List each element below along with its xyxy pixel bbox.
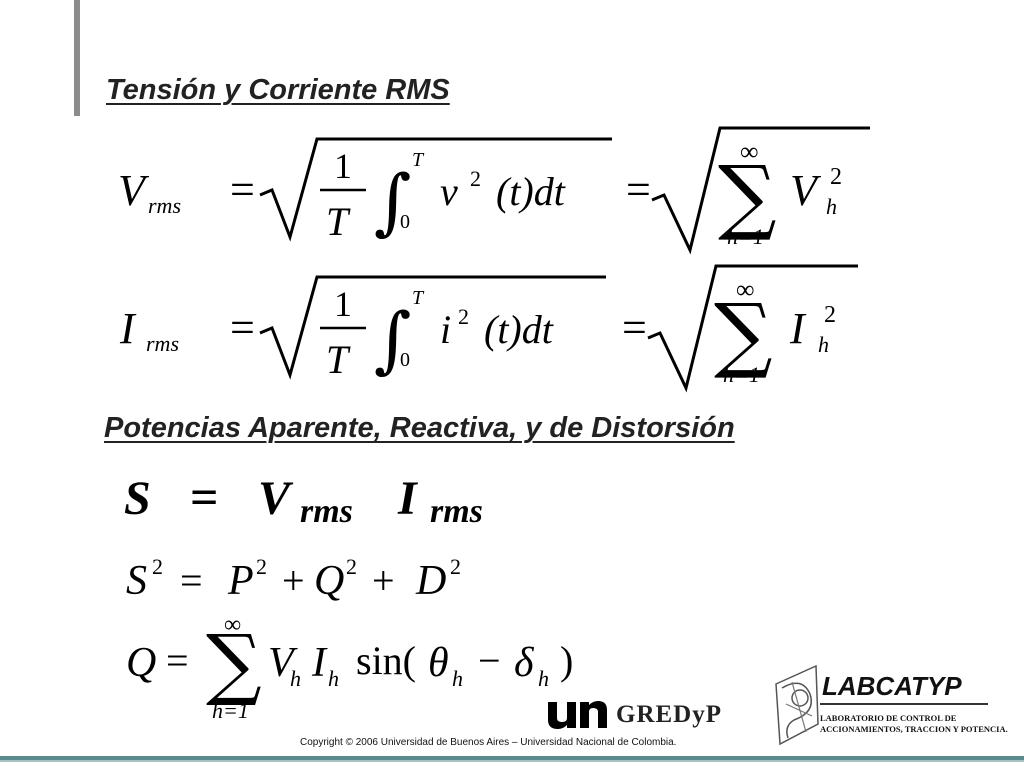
- reactive-sin: sin(: [356, 638, 416, 683]
- gredyp-logo-text: GREDyP: [616, 701, 722, 728]
- powersum-d-exp: 2: [450, 554, 461, 579]
- irms-integrand-arg: (t)dt: [484, 307, 554, 352]
- irms-sum-term: I: [789, 304, 807, 353]
- vrms-integrand-exp: 2: [470, 166, 481, 191]
- footer-bar-light: [0, 760, 1024, 762]
- vrms-eq: =: [230, 165, 255, 214]
- apparent-i: I: [397, 472, 419, 525]
- apparent-v: V: [258, 472, 294, 525]
- vrms-sum-lower: h=1: [727, 224, 764, 249]
- reactive-minus: −: [478, 638, 501, 683]
- vrms-sum-upper: ∞: [740, 137, 759, 166]
- reactive-delta-sub: h: [538, 666, 549, 691]
- reactive-v-sub: h: [290, 666, 301, 691]
- powersum-eq: =: [180, 558, 203, 603]
- vrms-int-lower: 0: [400, 211, 410, 233]
- powersum-s-exp: 2: [152, 554, 163, 579]
- powersum-s: S: [126, 558, 147, 604]
- irms-frac-den: T: [326, 337, 351, 382]
- vrms-integrand-arg: (t)dt: [496, 169, 566, 214]
- irms-sum-upper: ∞: [736, 275, 755, 304]
- accent-bar: [74, 0, 80, 116]
- reactive-close: ): [560, 638, 573, 683]
- labcatyp-subtitle-line1: LABORATORIO DE CONTROL DE: [820, 713, 957, 723]
- labcatyp-subtitle: LABORATORIO DE CONTROL DE ACCIONAMIENTOS…: [820, 713, 1008, 735]
- reactive-sum-upper: ∞: [224, 612, 241, 638]
- reactive-q: Q: [126, 640, 156, 686]
- reactive-i: I: [311, 640, 328, 686]
- labcatyp-subtitle-line2: ACCIONAMIENTOS, TRACCION Y POTENCIA.: [820, 724, 1008, 734]
- powersum-d: D: [415, 558, 446, 604]
- irms-lhs: I: [119, 304, 137, 353]
- reactive-eq: =: [166, 638, 189, 683]
- powersum-p: P: [227, 558, 254, 604]
- reactive-theta-sub: h: [452, 666, 463, 691]
- reactive-delta: δ: [514, 640, 535, 686]
- reactive-sum-lower: h=1: [212, 698, 249, 723]
- apparent-s: S: [124, 472, 151, 525]
- svg-text:∫: ∫: [374, 159, 412, 243]
- irms-frac-num: 1: [334, 284, 352, 324]
- powersum-q-exp: 2: [346, 554, 357, 579]
- copyright-text: Copyright © 2006 Universidad de Buenos A…: [300, 737, 677, 748]
- irms-sum-lower: h=1: [723, 362, 760, 387]
- labcatyp-divider: [820, 703, 988, 705]
- powersum-plus1: +: [282, 558, 305, 603]
- vrms-eq2: =: [626, 165, 651, 214]
- footer-bar: [0, 756, 1024, 760]
- vrms-sum-term-exp: 2: [830, 164, 842, 190]
- powersum-plus2: +: [372, 558, 395, 603]
- vrms-frac-den: T: [326, 199, 351, 244]
- irms-sum-term-exp: 2: [824, 302, 836, 328]
- vrms-frac-num: 1: [334, 146, 352, 186]
- apparent-v-sub: rms: [300, 493, 353, 530]
- un-logo-icon: [548, 701, 607, 729]
- vrms-lhs-sub: rms: [148, 193, 181, 218]
- powersum-q: Q: [314, 558, 344, 604]
- svg-text:∑: ∑: [714, 287, 773, 382]
- svg-text:∑: ∑: [718, 149, 777, 244]
- irms-int-lower: 0: [400, 349, 410, 371]
- vrms-sum-term-sub: h: [826, 194, 837, 219]
- vrms-int-upper: T: [412, 149, 425, 171]
- vrms-integrand: v: [440, 169, 458, 214]
- powersum-p-exp: 2: [256, 554, 267, 579]
- labcatyp-emblem-icon: [775, 664, 819, 746]
- heading-power: Potencias Aparente, Reactiva, y de Disto…: [104, 412, 735, 444]
- irms-eq2: =: [622, 303, 647, 352]
- apparent-i-sub: rms: [430, 493, 483, 530]
- vrms-lhs: V: [118, 166, 150, 215]
- irms-sum-term-sub: h: [818, 332, 829, 357]
- svg-text:∑: ∑: [206, 619, 262, 709]
- svg-text:∫: ∫: [374, 297, 412, 381]
- reactive-v: V: [268, 640, 298, 686]
- reactive-i-sub: h: [328, 666, 339, 691]
- irms-eq: =: [230, 303, 255, 352]
- apparent-eq: =: [190, 469, 219, 525]
- vrms-sum-term: V: [790, 166, 822, 215]
- heading-rms: Tensión y Corriente RMS: [106, 74, 450, 106]
- irms-integrand-exp: 2: [458, 304, 469, 329]
- reactive-theta: θ: [428, 640, 449, 686]
- irms-int-upper: T: [412, 287, 425, 309]
- labcatyp-logo-text: LABCATYP: [822, 671, 962, 701]
- irms-integrand: i: [440, 307, 451, 352]
- irms-lhs-sub: rms: [146, 331, 179, 356]
